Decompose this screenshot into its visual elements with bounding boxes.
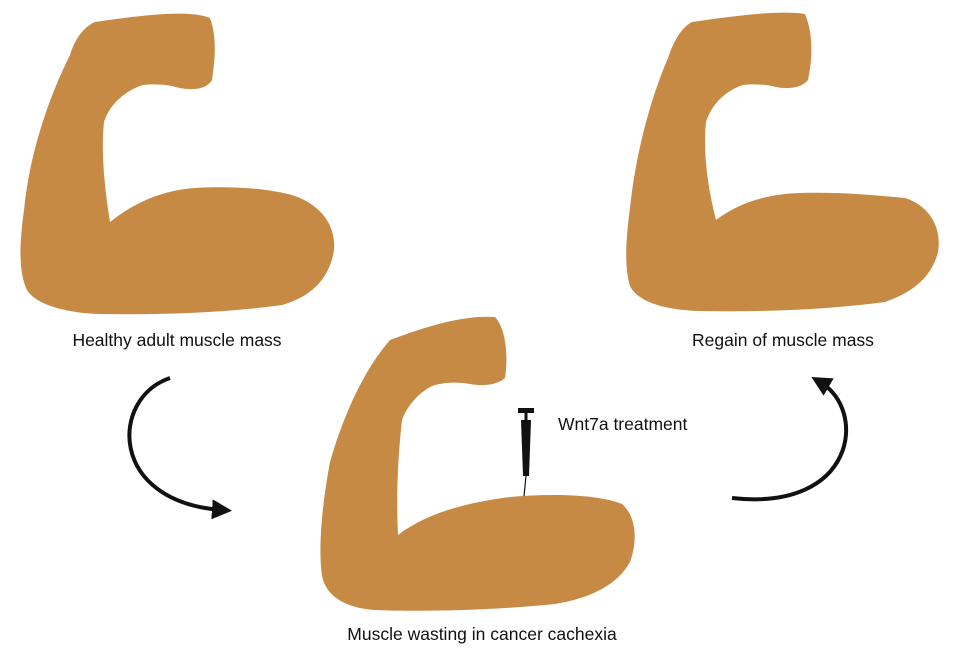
- wasted-arm-icon: [320, 316, 635, 611]
- curved-arrow-down-icon: [127, 376, 232, 520]
- wasting-label: Muscle wasting in cancer cachexia: [347, 624, 617, 644]
- regain-arm-icon: [626, 12, 939, 312]
- healthy-label: Healthy adult muscle mass: [72, 330, 281, 350]
- regain-label: Regain of muscle mass: [692, 330, 874, 350]
- treatment-label: Wnt7a treatment: [558, 414, 687, 434]
- syringe-icon: [518, 408, 534, 497]
- curved-arrow-up-icon: [731, 376, 849, 502]
- healthy-arm-icon: [20, 13, 335, 315]
